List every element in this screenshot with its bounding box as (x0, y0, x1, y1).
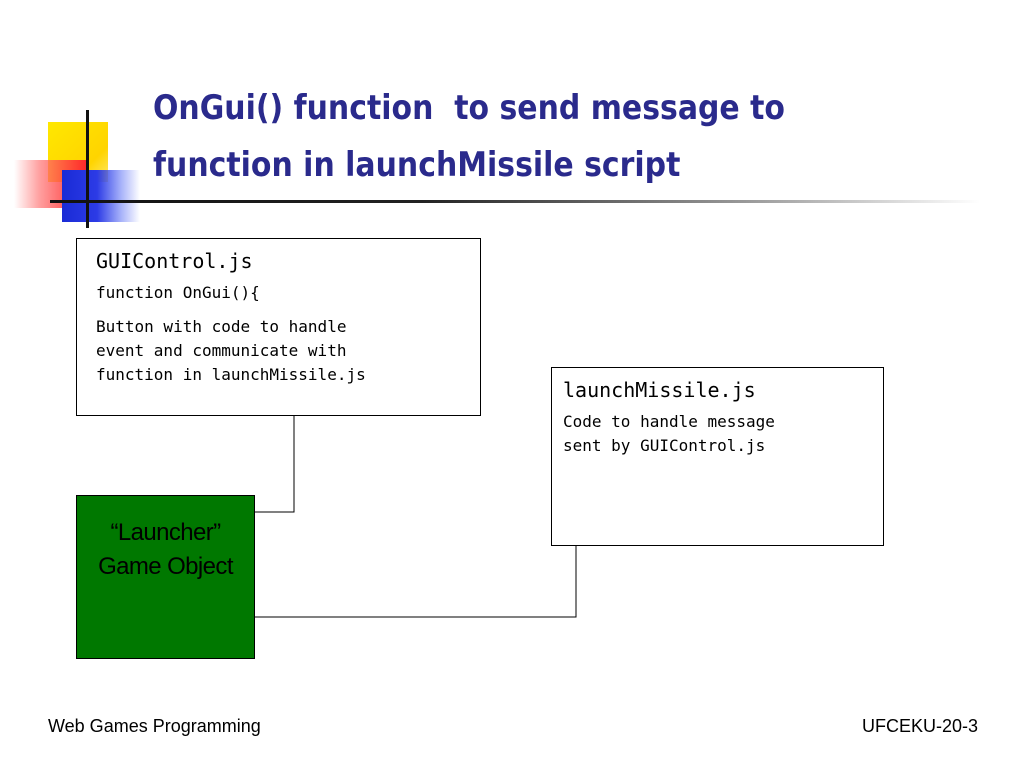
launcher-game-object-box: “Launcher” Game Object (76, 495, 255, 659)
footer-course-title: Web Games Programming (48, 716, 261, 736)
guicontrol-heading: GUIControl.js (96, 249, 253, 273)
launchmissile-heading: launchMissile.js (563, 378, 756, 402)
logo-blue-square (62, 170, 140, 222)
logo-vertical-line (86, 110, 89, 228)
title-line-1: OnGui() function to send message to (153, 88, 785, 128)
launchmissile-script-box: launchMissile.js Code to handle message … (551, 367, 884, 546)
footer-module-code: UFCEKU-20-3 (861, 716, 978, 736)
guicontrol-function-line: function OnGui(){ (96, 283, 260, 302)
slide-title: OnGui() function to send message to func… (153, 80, 875, 194)
title-underline (50, 200, 980, 203)
connector-gui-to-gameobject (255, 416, 295, 513)
guicontrol-description: Button with code to handle event and com… (96, 317, 366, 384)
launchmissile-description: Code to handle message sent by GUIContro… (563, 412, 775, 455)
game-object-name: “Launcher” (110, 519, 221, 546)
title-line-2: function in launchMissile script (153, 145, 681, 185)
game-object-label: Game Object (98, 553, 233, 580)
guicontrol-script-box: GUIControl.js function OnGui(){ Button w… (76, 238, 481, 416)
connector-gameobject-to-launchmissile (255, 546, 577, 618)
